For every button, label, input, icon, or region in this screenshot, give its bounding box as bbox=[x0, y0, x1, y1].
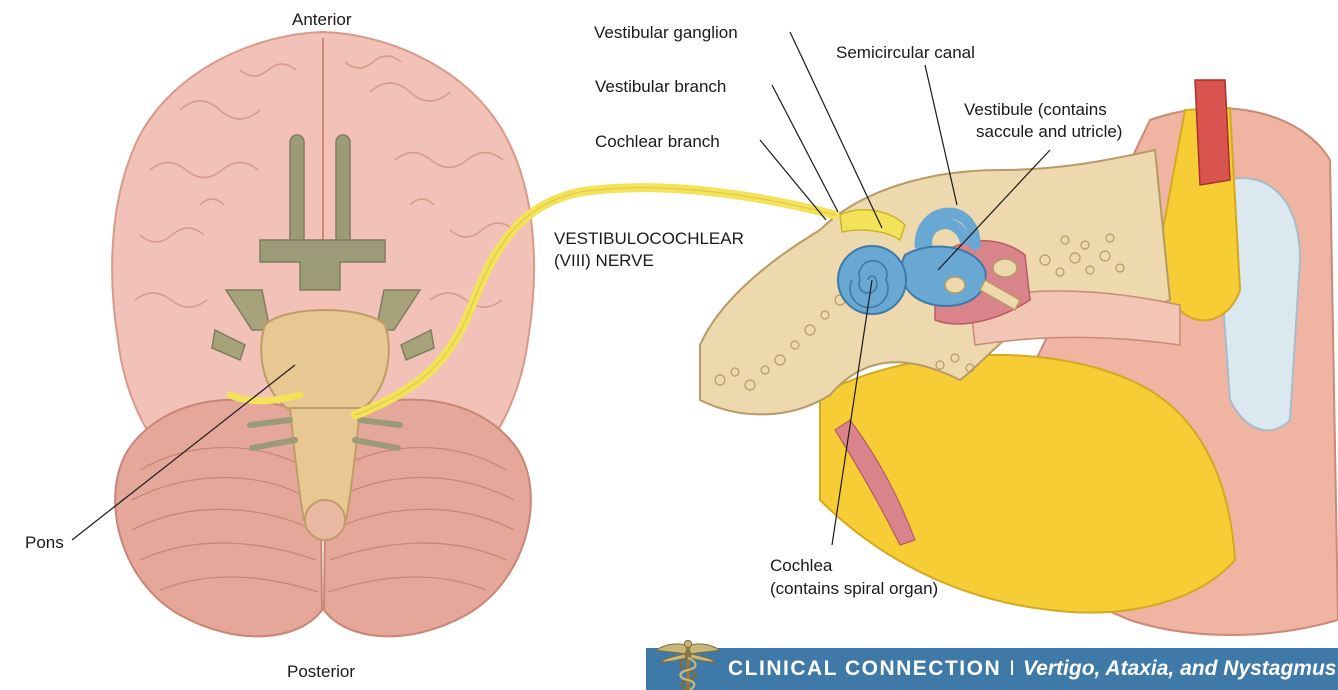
leader-vestibular-branch bbox=[772, 85, 838, 212]
banner-topic: Vertigo, Ataxia, and Nystagmus bbox=[1023, 657, 1337, 680]
label-vestibule-line2: saccule and utricle) bbox=[976, 121, 1122, 142]
cerebellum-left bbox=[115, 400, 322, 637]
banner-heading: CLINICAL CONNECTION bbox=[728, 657, 1001, 680]
caduceus-icon bbox=[652, 640, 724, 690]
label-vestibular-branch: Vestibular branch bbox=[595, 76, 726, 97]
label-semicircular-canal: Semicircular canal bbox=[836, 42, 975, 63]
label-nerve-line2: (VIII) NERVE bbox=[554, 250, 654, 271]
spinal-cord-section bbox=[305, 500, 345, 540]
brain-illustration bbox=[112, 32, 534, 636]
vestibule bbox=[901, 247, 985, 306]
label-cochlea-line2: (contains spiral organ) bbox=[770, 578, 938, 599]
banner-separator: I bbox=[1001, 657, 1023, 680]
label-anterior: Anterior bbox=[292, 9, 352, 30]
ear-illustration bbox=[700, 80, 1338, 635]
label-cochlea-line1: Cochlea bbox=[770, 555, 832, 576]
label-vestibule-line1: Vestibule (contains bbox=[964, 99, 1107, 120]
label-cochlear-branch: Cochlear branch bbox=[595, 131, 720, 152]
blood-vessel bbox=[1195, 80, 1230, 185]
label-pons: Pons bbox=[25, 532, 64, 553]
label-nerve-line1: VESTIBULOCOCHLEAR bbox=[554, 228, 744, 249]
label-posterior: Posterior bbox=[287, 661, 355, 682]
pons bbox=[261, 310, 389, 410]
label-vestibular-ganglion: Vestibular ganglion bbox=[594, 22, 738, 43]
